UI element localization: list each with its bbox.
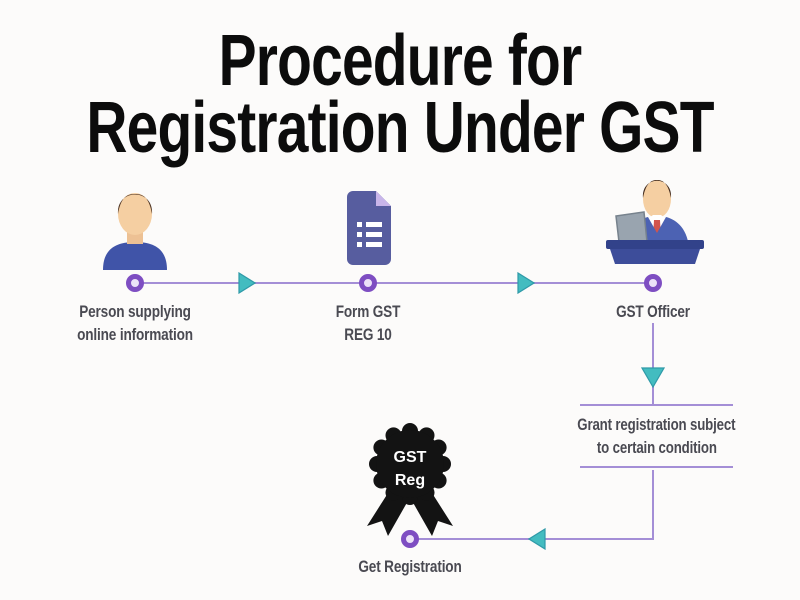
label-get-registration: Get Registration	[358, 557, 462, 576]
label-form-step: Form GST REG 10	[288, 300, 448, 346]
condition-line-2: to certain condition	[596, 438, 717, 457]
label-person-line-2: online information	[77, 325, 193, 344]
officer-icon	[606, 180, 704, 264]
condition-box: Grant registration subject to certain co…	[577, 404, 736, 468]
node-dot-person	[126, 274, 144, 292]
badge-icon: GST Reg	[367, 423, 453, 536]
connector-officer-to-condition	[652, 323, 654, 404]
connector-main-line	[135, 282, 653, 284]
page-title-line-1: Procedure for	[218, 21, 582, 101]
arrow-left-icon	[528, 528, 546, 550]
form-document-icon	[347, 191, 391, 265]
arrow-right-icon	[517, 272, 535, 294]
condition-line-1: Grant registration subject	[577, 415, 736, 434]
label-form-line-2: REG 10	[344, 325, 392, 344]
node-dot-form	[359, 274, 377, 292]
badge-text-line-1: GST	[394, 449, 427, 466]
connector-condition-down	[652, 470, 654, 539]
person-icon	[103, 193, 167, 270]
arrow-right-icon	[238, 272, 256, 294]
arrow-down-icon	[641, 367, 665, 388]
label-form-line-1: Form GST	[335, 302, 401, 321]
page-title-line-2: Registration Under GST	[86, 88, 714, 168]
badge-text-line-2: Reg	[395, 472, 425, 489]
label-person-line-1: Person supplying	[79, 302, 191, 321]
node-dot-result	[401, 530, 419, 548]
label-person-step: Person supplying online information	[55, 300, 215, 346]
node-dot-officer	[644, 274, 662, 292]
label-officer-step: GST Officer	[616, 302, 690, 321]
